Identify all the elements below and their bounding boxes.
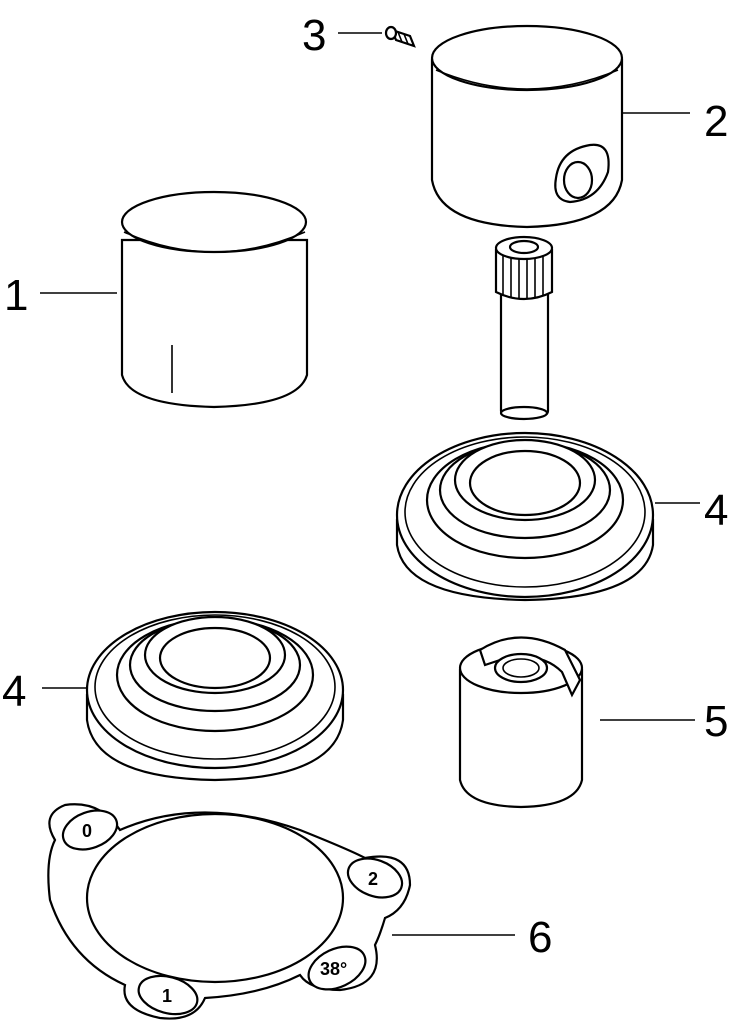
spindle-extension [494,235,554,421]
gasket-tab-label-38: 38° [320,959,347,979]
callout-5: 5 [704,697,728,746]
callout-3: 3 [302,11,326,60]
gasket-tab-label-2: 2 [368,869,378,889]
callout-4-upper: 4 [704,486,728,535]
callout-4-lower: 4 [2,667,26,716]
gasket-tab-1: 1 [137,974,199,1016]
gasket-tab-label-0: 0 [82,821,92,841]
part-6-gasket: 0 2 38° 1 6 [47,803,552,1020]
part-4-escutcheon-lower: 4 [2,610,345,782]
callout-1: 1 [4,271,28,320]
gasket-tab-label-1: 1 [162,986,172,1006]
part-4-escutcheon-upper: 4 [395,431,728,602]
part-1-cap: 1 [4,190,309,409]
gasket-tab-2: 2 [346,857,404,899]
part-2-handle-knob: 2 [430,24,728,229]
callout-6: 6 [528,913,552,962]
gasket-tab-38: 38° [307,945,367,991]
callout-2: 2 [704,97,728,146]
gasket-tab-0: 0 [61,809,119,851]
part-3-set-screw: 3 [302,11,416,60]
part-5-adapter: 5 [458,636,728,809]
